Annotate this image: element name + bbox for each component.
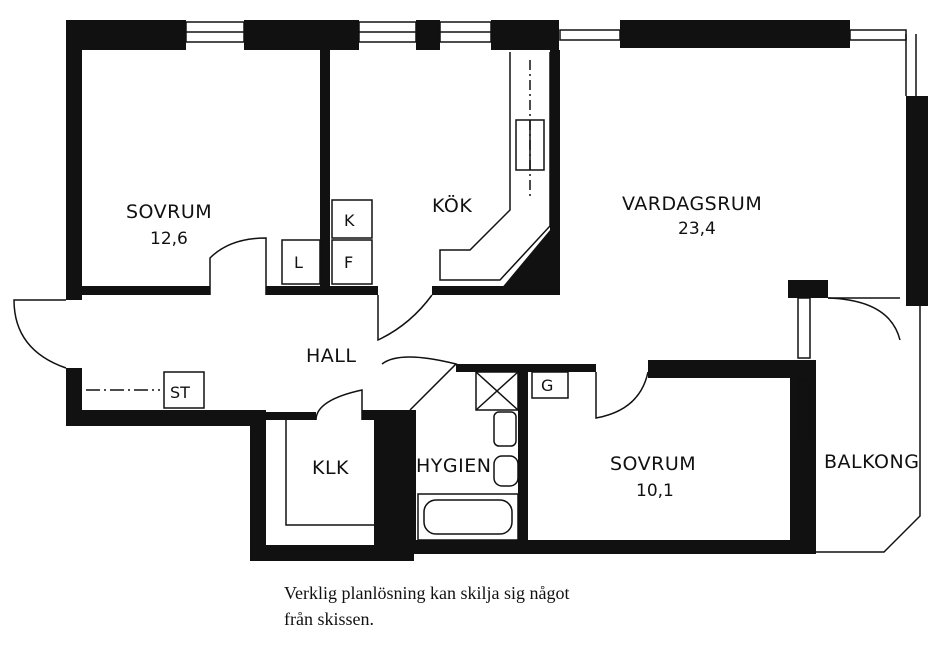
disclaimer-line-2: från skissen. <box>284 609 374 629</box>
room-area-bedroom-2: 10,1 <box>636 481 674 501</box>
disclaimer-line-1: Verklig planlösning kan skilja sig något <box>284 583 570 603</box>
fixture-label-f: F <box>344 253 353 272</box>
room-labels: SOVRUM 12,6 KÖK VARDAGSRUM 23,4 HALL KLK… <box>126 193 919 501</box>
kitchen-corner-fill <box>500 230 550 290</box>
room-name-living-room: VARDAGSRUM <box>622 193 762 215</box>
doors <box>13 237 901 421</box>
room-name-bedroom-1: SOVRUM <box>126 201 212 223</box>
fixture-label-st: ST <box>170 383 190 402</box>
room-name-balcony: BALKONG <box>824 451 919 473</box>
room-name-hall: HALL <box>306 345 356 367</box>
windows <box>185 21 917 441</box>
room-name-kitchen: KÖK <box>432 194 472 217</box>
room-name-closet: KLK <box>312 457 349 479</box>
room-name-bathroom: HYGIEN <box>416 455 491 477</box>
fixture-label-l: L <box>294 253 303 272</box>
fixture-label-k: K <box>344 211 355 230</box>
fixtures <box>86 52 569 541</box>
room-name-bedroom-2: SOVRUM <box>610 453 696 475</box>
fixture-labels: K L F ST G <box>170 211 553 402</box>
balcony-outline <box>816 297 921 553</box>
floor-plan: SOVRUM 12,6 KÖK VARDAGSRUM 23,4 HALL KLK… <box>13 20 928 561</box>
room-area-bedroom-1: 12,6 <box>150 229 188 249</box>
fixture-label-g: G <box>541 376 553 395</box>
walls <box>66 20 928 561</box>
room-area-living-room: 23,4 <box>678 219 716 239</box>
